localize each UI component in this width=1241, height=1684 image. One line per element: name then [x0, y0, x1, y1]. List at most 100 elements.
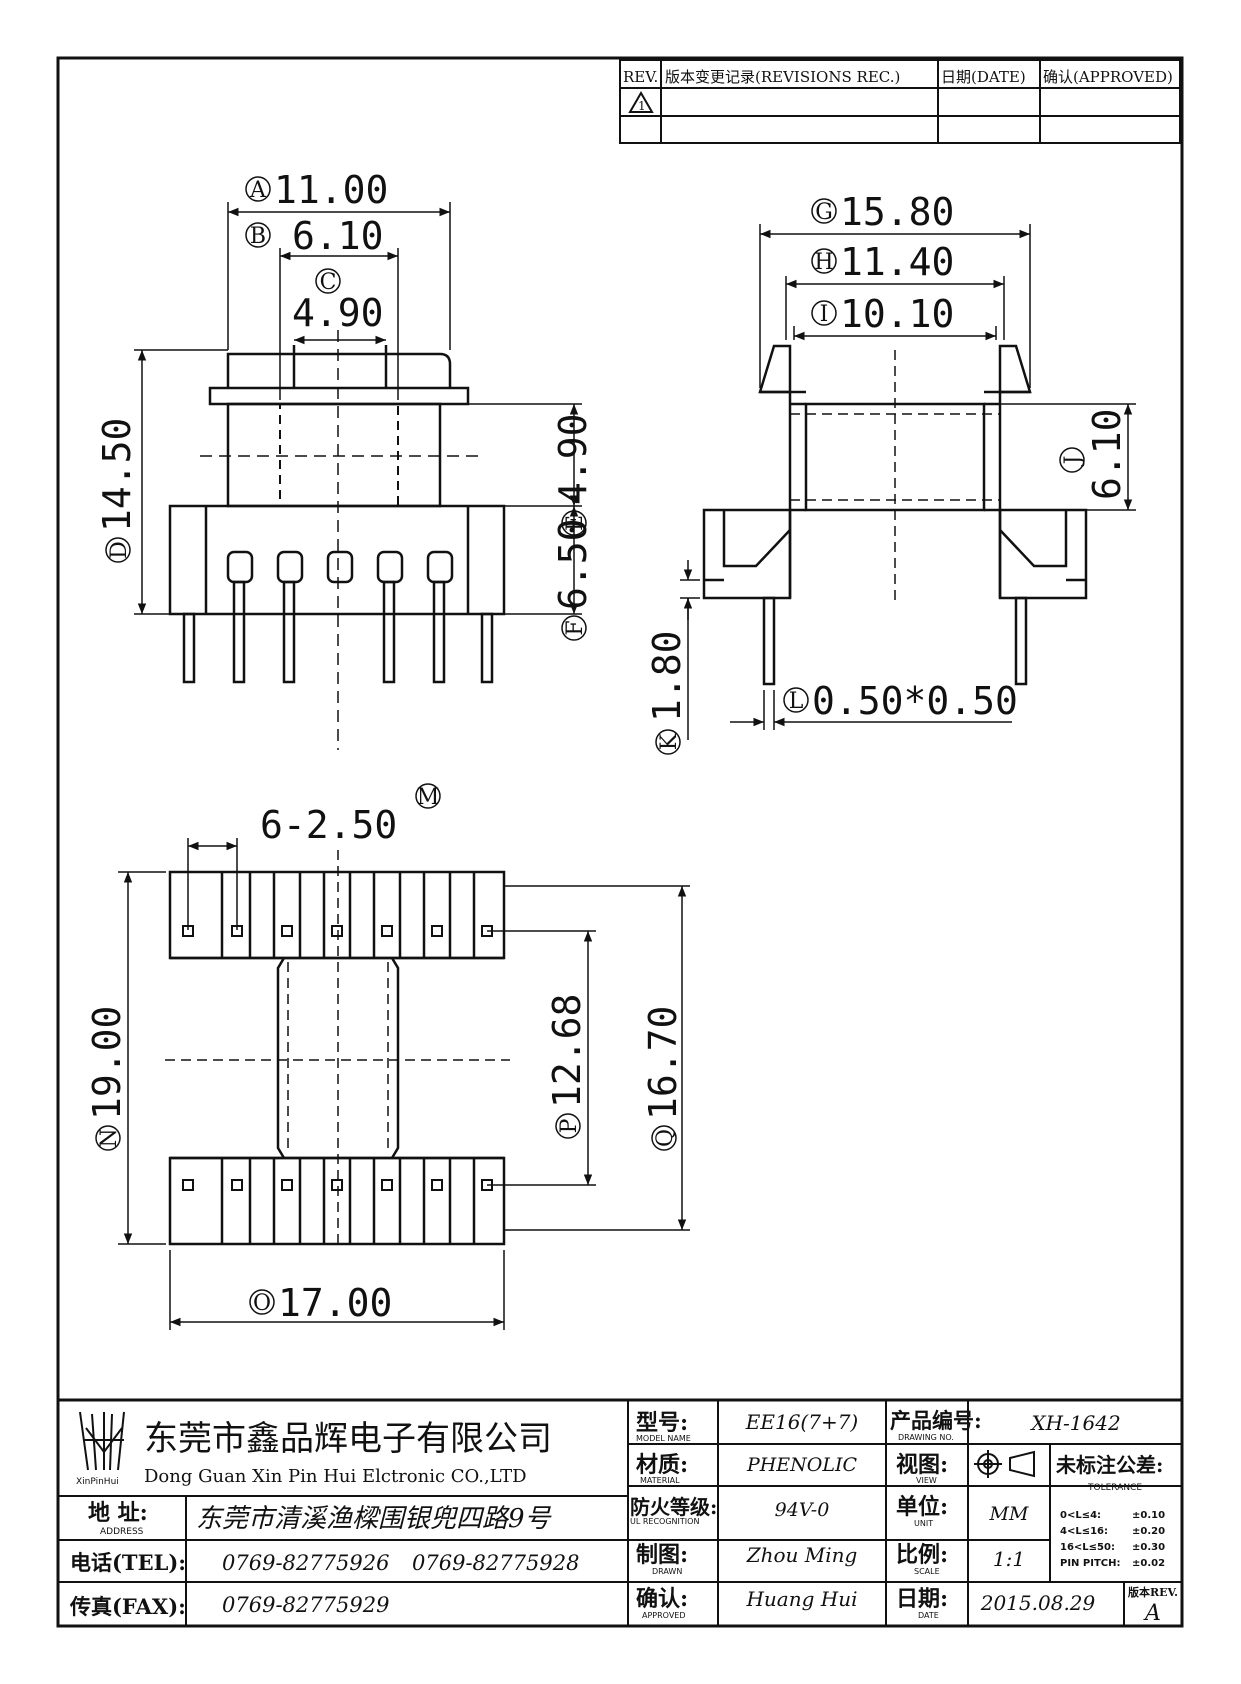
- material-label-en: MATERIAL: [640, 1476, 680, 1485]
- svg-text:0.50*0.50: 0.50*0.50: [812, 679, 1018, 723]
- drawing-no-label-en: DRAWING NO.: [898, 1433, 954, 1442]
- svg-text:19.00: 19.00: [85, 1006, 129, 1120]
- rev-header: REV.: [623, 68, 658, 86]
- tolerance-label: 未标注公差:: [1056, 1453, 1163, 1477]
- unit-label: 单位:: [896, 1494, 948, 1520]
- tolerance-label-en: TOLERANCE: [1087, 1483, 1142, 1493]
- date-value: 2015.08.29: [980, 1591, 1096, 1615]
- svg-text:J: J: [1061, 456, 1086, 467]
- revision-table: [619, 59, 1181, 144]
- view-label-en: VIEW: [916, 1476, 937, 1485]
- svg-text:L: L: [789, 689, 804, 714]
- fire-label-en: UL RECOGNITION: [630, 1517, 699, 1526]
- dim-L: L 0.50*0.50: [783, 679, 1018, 723]
- svg-text:G: G: [815, 200, 833, 225]
- drawn-label-en: DRAWN: [652, 1567, 682, 1576]
- tel-value-1: 0769-82775926: [222, 1551, 389, 1575]
- svg-text:N: N: [97, 1128, 122, 1147]
- svg-text:6.50: 6.50: [551, 518, 595, 610]
- model-label: 型号:: [636, 1410, 688, 1436]
- sheet-border: [56, 56, 1184, 1628]
- svg-text:4.90: 4.90: [292, 291, 384, 335]
- revision-triangle: 1: [628, 91, 654, 113]
- dim-J: 6.10 J: [1059, 408, 1129, 500]
- bottom-view-hidden-lines: [165, 850, 510, 1250]
- side-view-dimension-lines: [680, 224, 1136, 740]
- front-view-dimension-lines: [134, 202, 582, 615]
- svg-text:P: P: [557, 1118, 582, 1133]
- dim-Q: 16.70 Q: [641, 1006, 685, 1151]
- svg-text:A: A: [249, 178, 267, 203]
- drawn-value: Zhou Ming: [746, 1543, 858, 1567]
- tel-value-2: 0769-82775928: [412, 1551, 579, 1575]
- date-label-en: DATE: [918, 1611, 939, 1620]
- svg-text:O: O: [253, 1291, 271, 1316]
- company-logo-text: XinPinHui: [76, 1477, 119, 1487]
- svg-text:±0.30: ±0.30: [1132, 1542, 1165, 1553]
- svg-text:I: I: [820, 302, 829, 327]
- projection-symbol-icon: [974, 1450, 1035, 1478]
- company-name-en: Dong Guan Xin Pin Hui Elctronic CO.,LTD: [144, 1466, 527, 1487]
- date-label: 日期:: [896, 1586, 948, 1612]
- svg-text:6.10: 6.10: [292, 214, 384, 258]
- fax-value: 0769-82775929: [222, 1593, 389, 1617]
- dim-C: C 4.90: [292, 268, 384, 335]
- address-label: 地 址:: [88, 1500, 148, 1526]
- address-label-en: ADDRESS: [100, 1527, 144, 1537]
- svg-text:17.00: 17.00: [278, 1281, 392, 1325]
- svg-text:M: M: [417, 785, 440, 810]
- svg-text:4.90: 4.90: [551, 413, 595, 505]
- material-value: PHENOLIC: [746, 1454, 858, 1476]
- svg-text:11.40: 11.40: [840, 240, 954, 284]
- svg-text:6.10: 6.10: [1085, 408, 1129, 500]
- svg-text:4<L≤16:: 4<L≤16:: [1060, 1526, 1108, 1537]
- dim-D: 14.50 D: [95, 418, 139, 563]
- scale-label-en: SCALE: [914, 1567, 940, 1576]
- bottom-view: [168, 870, 506, 1246]
- svg-text:1: 1: [638, 99, 646, 113]
- svg-text:D: D: [107, 541, 132, 559]
- svg-text:Q: Q: [653, 1129, 678, 1147]
- svg-text:PIN PITCH:: PIN PITCH:: [1060, 1558, 1120, 1569]
- svg-text:F: F: [563, 620, 588, 635]
- unit-value: MM: [989, 1503, 1029, 1525]
- svg-text:6-2.50: 6-2.50: [260, 803, 397, 847]
- revision-date-header: 日期(DATE): [941, 68, 1026, 86]
- unit-label-en: UNIT: [914, 1519, 933, 1528]
- approved-label: 确认:: [636, 1586, 688, 1612]
- material-label: 材质:: [636, 1452, 688, 1478]
- svg-text:K: K: [657, 733, 682, 750]
- dim-G: G 15.80: [811, 190, 954, 234]
- dim-A: A 11.00: [245, 168, 388, 212]
- dim-K: 1.80 K: [645, 630, 689, 755]
- dim-H: H 11.40: [811, 240, 954, 284]
- dim-O: O 17.00: [249, 1281, 392, 1325]
- title-block-grid: [58, 1398, 1182, 1626]
- svg-text:16<L≤50:: 16<L≤50:: [1060, 1542, 1115, 1553]
- fire-label: 防火等级:: [630, 1495, 717, 1519]
- tolerance-table: 0<L≤4: ±0.10 4<L≤16: ±0.20 16<L≤50: ±0.3…: [1060, 1510, 1165, 1569]
- rev-value: A: [1143, 1601, 1161, 1626]
- drawing-no-value: XH-1642: [1029, 1411, 1120, 1435]
- scale-value: 1:1: [993, 1547, 1025, 1571]
- svg-text:E: E: [563, 515, 588, 531]
- front-view-centerlines: [200, 330, 480, 750]
- revision-record-header: 版本变更记录(REVISIONS REC.): [665, 68, 900, 86]
- drawn-label: 制图:: [636, 1542, 688, 1568]
- dim-B: B 6.10: [245, 214, 384, 258]
- dim-P: 12.68 P: [545, 994, 589, 1139]
- svg-text:±0.10: ±0.10: [1132, 1510, 1165, 1521]
- svg-text:14.50: 14.50: [95, 418, 139, 532]
- svg-text:10.10: 10.10: [840, 292, 954, 336]
- svg-text:±0.20: ±0.20: [1132, 1526, 1165, 1537]
- dim-M: 6-2.50 M: [260, 783, 441, 847]
- dim-I: I 10.10: [811, 292, 954, 336]
- dim-E: 4.90 E: [551, 413, 595, 536]
- scale-label: 比例:: [896, 1542, 948, 1568]
- tel-label: 电话(TEL):: [70, 1550, 186, 1575]
- svg-text:11.00: 11.00: [274, 168, 388, 212]
- drawing-no-label: 产品编号:: [890, 1408, 982, 1433]
- svg-text:H: H: [814, 250, 833, 275]
- bottom-view-dimension-lines: [118, 838, 690, 1330]
